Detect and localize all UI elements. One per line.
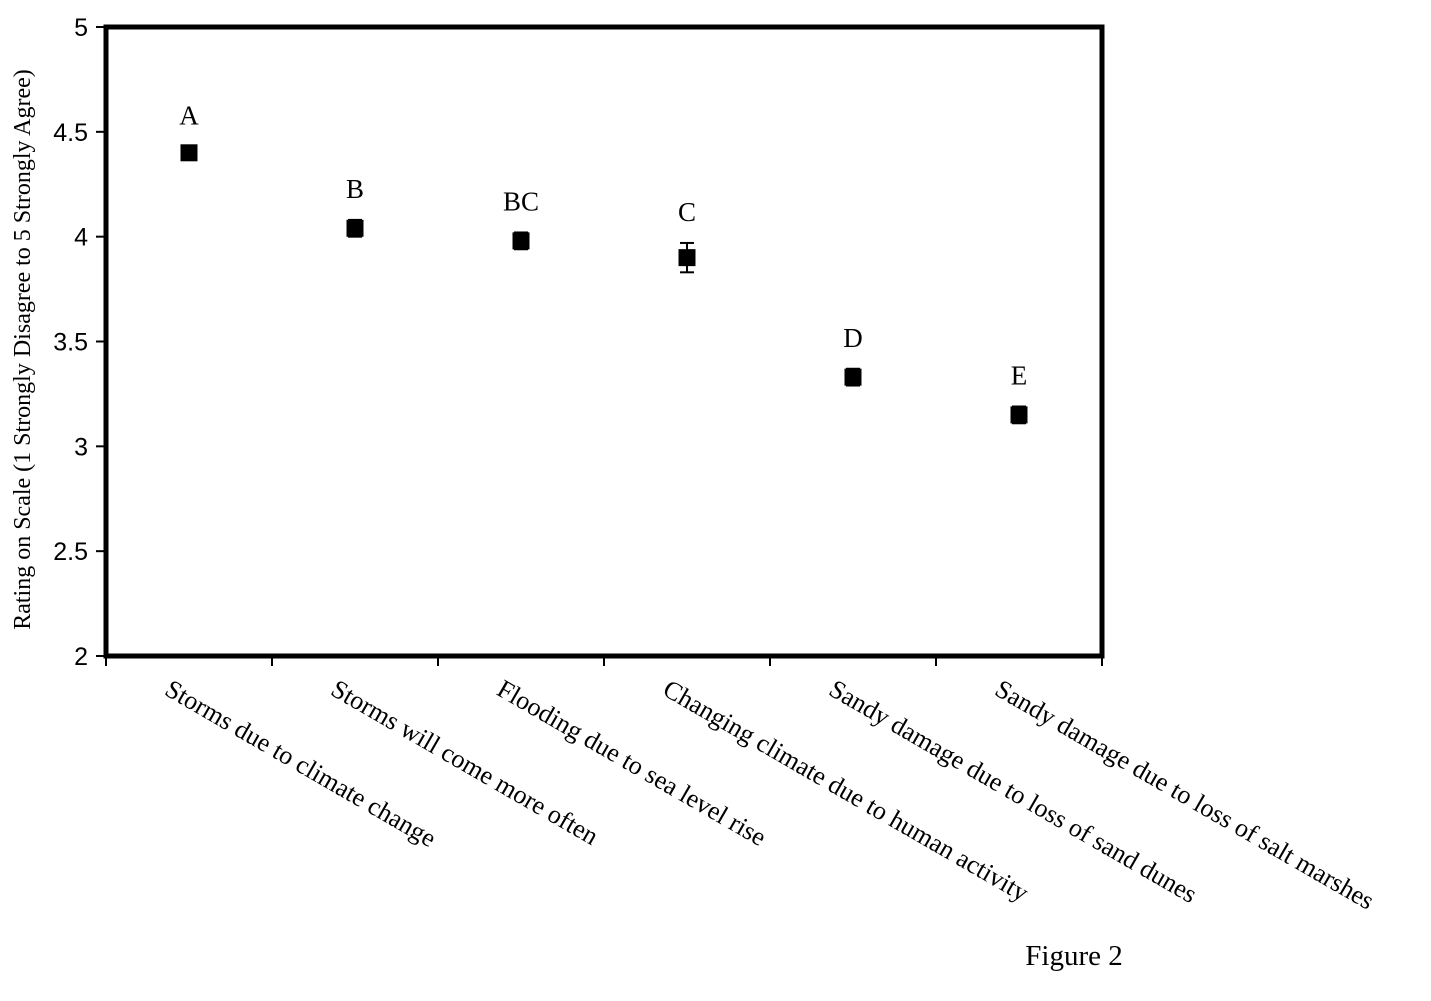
- figure-caption: Figure 2: [1025, 940, 1122, 972]
- data-point-marker: [346, 219, 364, 237]
- x-tick-label: Storms will come more often: [326, 674, 603, 851]
- x-tick-label: Storms due to climate change: [160, 674, 441, 853]
- y-axis-label: Rating on Scale (1 Strongly Disagree to …: [10, 69, 36, 630]
- significance-letter: D: [843, 323, 863, 353]
- data-point-marker: [844, 368, 862, 386]
- y-tick-label: 4.5: [53, 119, 88, 147]
- plot-frame: [103, 24, 1105, 659]
- significance-letter: E: [1011, 360, 1028, 390]
- data-point-marker: [512, 232, 530, 250]
- y-tick-label: 3: [74, 433, 88, 461]
- data-point-marker: [678, 249, 696, 267]
- x-tick-label: Flooding due to sea level rise: [492, 674, 771, 852]
- y-tick-label: 5: [74, 14, 88, 42]
- data-points: A B BC C D E: [179, 101, 1028, 425]
- significance-letter: BC: [503, 186, 539, 216]
- y-tick-label: 4: [74, 224, 88, 252]
- y-tick-label: 2: [74, 643, 88, 671]
- data-point-marker: [180, 144, 198, 162]
- y-axis: 2 2.5 3 3.5 4 4.5 5: [53, 14, 106, 671]
- significance-letter: B: [346, 174, 364, 204]
- y-tick-label: 2.5: [53, 538, 88, 566]
- significance-letter: A: [179, 101, 199, 131]
- significance-letter: C: [678, 197, 696, 227]
- y-tick-label: 3.5: [53, 329, 88, 357]
- data-point-marker: [1010, 406, 1028, 424]
